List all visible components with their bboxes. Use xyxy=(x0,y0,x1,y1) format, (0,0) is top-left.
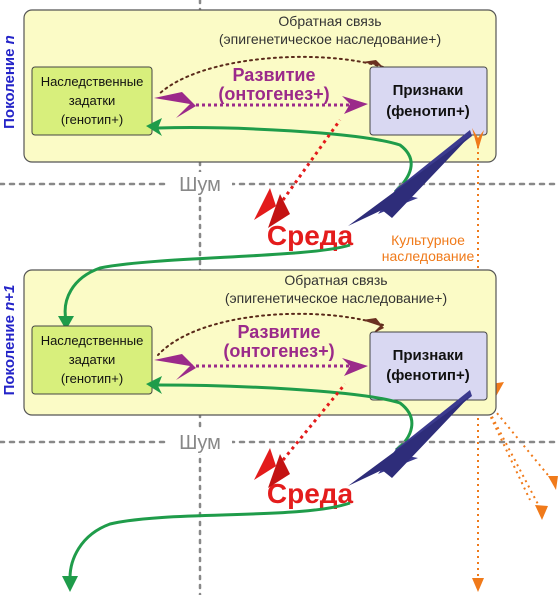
phenotype-line-1a: Признаки xyxy=(393,82,464,99)
green-flow-head-1 xyxy=(146,118,162,136)
green-outgoing-head xyxy=(62,576,78,592)
feedback-arrow-1 xyxy=(157,55,384,96)
genotype-line-1c: (генотип+) xyxy=(61,112,123,127)
green-outgoing-link xyxy=(68,501,351,579)
feedback-arrow-2 xyxy=(157,312,384,356)
development-head-2 xyxy=(342,358,368,376)
green-flow-1 xyxy=(157,126,413,194)
development-label-1: Развитие xyxy=(233,65,316,85)
cultural-head-bottom xyxy=(472,578,484,592)
feedback-subtitle-2: (эпигенетическое наследование+) xyxy=(225,290,447,306)
development-tail-1 xyxy=(154,92,196,118)
generation-1-group: Поколение n Обратная связь (эпигенетичес… xyxy=(0,9,558,251)
feedback-arrowhead-2 xyxy=(362,318,384,334)
phenotype-box-1[interactable] xyxy=(369,66,488,136)
genotype-line-2c: (генотип+) xyxy=(61,371,123,386)
phenotype-line-2a: Признаки xyxy=(393,347,464,364)
development-sublabel-1: (онтогенез+) xyxy=(218,84,329,104)
cultural-head-top xyxy=(472,128,484,150)
environment-arrow-2 xyxy=(281,383,347,461)
generation-2-label: Поколение n+1 xyxy=(1,285,18,396)
genotype-box-1[interactable] xyxy=(31,66,153,136)
generation-2-group: Поколение n+1 Обратная связь (эпигенетич… xyxy=(0,243,558,592)
genotype-line-2a: Наследственные xyxy=(41,333,144,348)
feedback-title-2: Обратная связь xyxy=(284,272,387,288)
feedback-subtitle-1: (эпигенетическое наследование+) xyxy=(219,31,441,47)
cultural-label-line1: Культурное xyxy=(391,232,465,248)
noise-label-1: Шум xyxy=(179,174,221,196)
green-inherit-link xyxy=(63,243,351,321)
genotype-line-2b: задатки xyxy=(69,352,116,367)
development-sublabel-2: (онтогенез+) xyxy=(223,341,334,361)
green-flow-2 xyxy=(157,383,414,452)
green-flow-head-2 xyxy=(146,376,162,394)
development-head-1 xyxy=(342,96,368,114)
cultural-label-line2: наследование xyxy=(382,248,475,264)
environment-arrow-1 xyxy=(281,119,342,201)
phenotype-line-2b: (фенотип+) xyxy=(386,367,470,384)
generation-1-label: Поколение n xyxy=(1,35,18,129)
development-label-2: Развитие xyxy=(238,322,321,342)
genotype-box-2[interactable] xyxy=(31,325,153,395)
genotype-line-1b: задатки xyxy=(69,93,116,108)
environment-arrowhead-2 xyxy=(254,448,292,480)
genotype-line-1a: Наследственные xyxy=(41,74,144,89)
noise-label-2: Шум xyxy=(179,432,221,454)
phenotype-box-2[interactable] xyxy=(369,331,488,401)
environment-label-1: Среда xyxy=(267,220,354,251)
environment-arrowhead-1 xyxy=(254,188,292,220)
phenotype-line-1b: (фенотип+) xyxy=(386,103,470,120)
environment-label-2: Среда xyxy=(267,478,354,509)
development-tail-2 xyxy=(154,354,196,380)
cultural-inheritance: Культурное наследование xyxy=(382,128,558,592)
feedback-title-1: Обратная связь xyxy=(278,13,381,29)
